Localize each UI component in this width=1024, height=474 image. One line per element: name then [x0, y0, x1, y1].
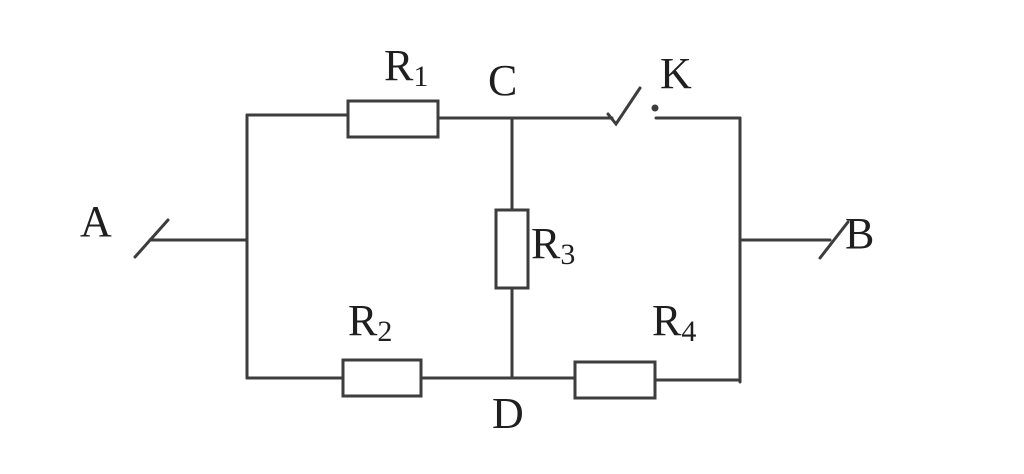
wires	[133, 113, 850, 384]
resistor-r4-label: R4	[652, 296, 696, 348]
resistor-r4-index: 4	[681, 315, 696, 348]
switch-k-contact	[651, 104, 659, 112]
resistor-r2	[341, 358, 423, 398]
resistor-r4-letter: R	[652, 296, 682, 345]
resistor-r3-letter: R	[531, 219, 561, 268]
node-c-label: C	[488, 56, 517, 105]
resistor-r2-letter: R	[348, 296, 378, 345]
resistor-r1-index: 1	[413, 60, 428, 93]
resistor-r1-letter: R	[384, 41, 414, 90]
resistor-r3	[494, 208, 530, 290]
resistor-r2-label: R2	[348, 296, 392, 348]
resistor-r1	[346, 99, 440, 139]
terminal-a-label: A	[80, 197, 112, 246]
wire-b-stub	[818, 220, 850, 260]
resistor-r3-index: 3	[560, 238, 575, 271]
resistor-r1-label: R1	[384, 41, 428, 93]
resistor-r2-index: 2	[377, 315, 392, 348]
switch-k-label: K	[660, 49, 692, 98]
resistor-r4	[573, 360, 657, 400]
terminal-b-label: B	[845, 209, 874, 258]
switch-k	[606, 86, 659, 127]
switch-k-blade	[606, 86, 642, 127]
node-d-label: D	[492, 389, 524, 438]
resistor-r3-label: R3	[531, 219, 575, 271]
